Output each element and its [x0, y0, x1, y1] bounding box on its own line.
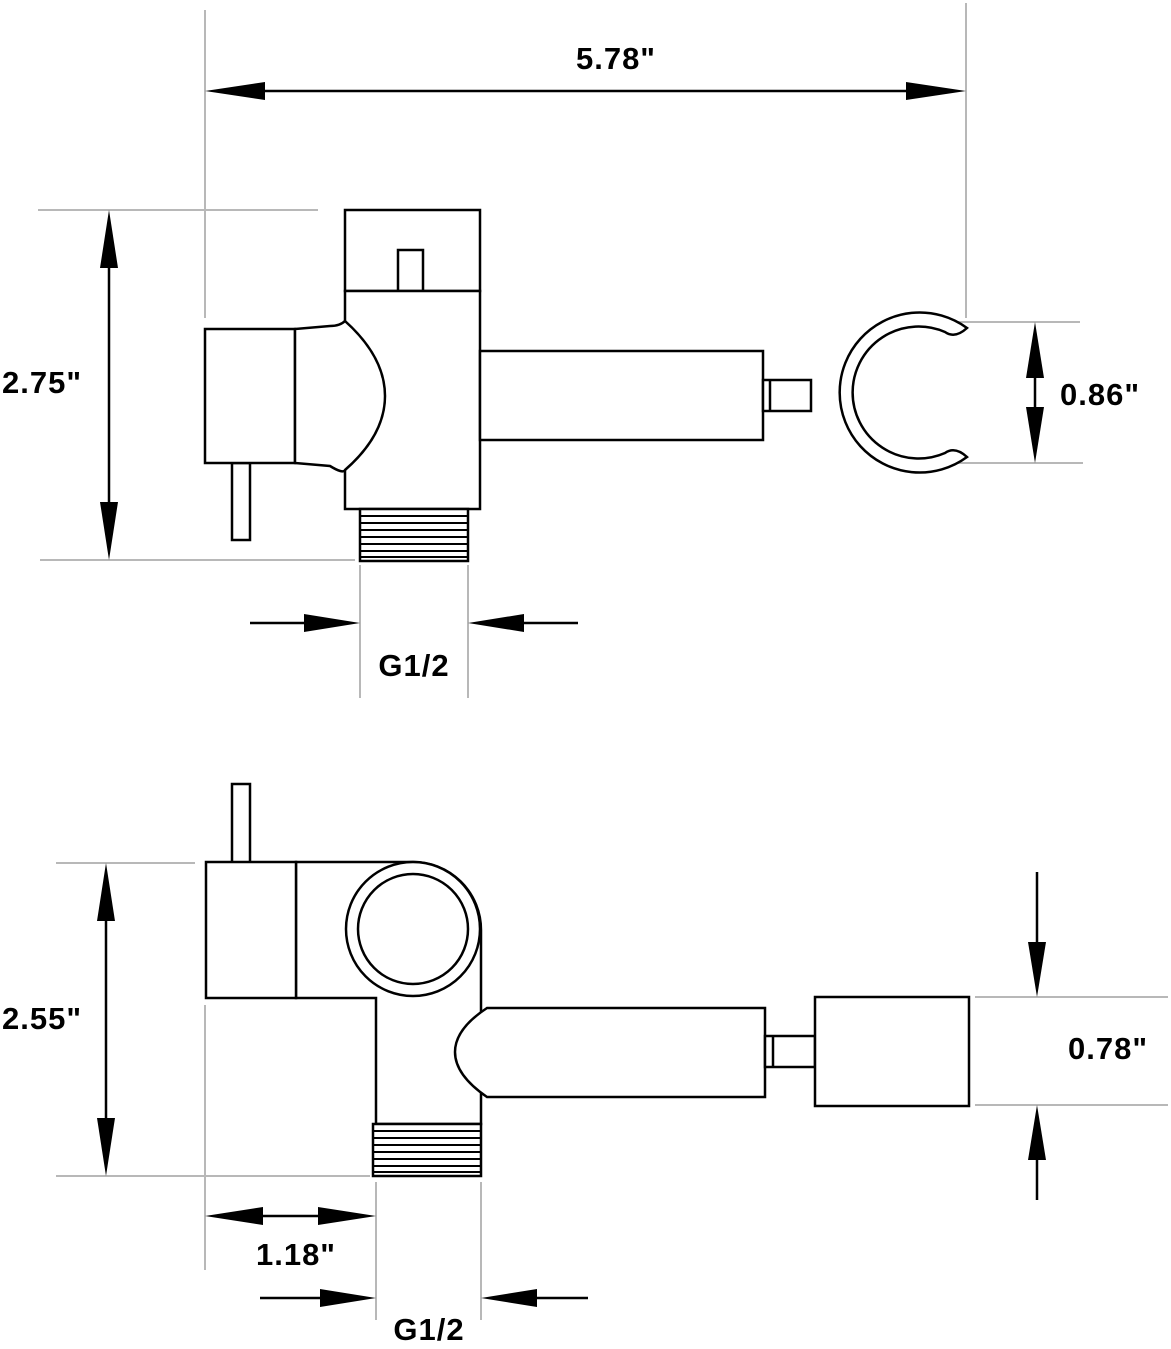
bottom-valve-part — [204, 782, 971, 1178]
top-handle-block — [203, 327, 297, 465]
top-holder-dimension: 0.86" — [1026, 322, 1140, 463]
bottom-thread-fitting — [371, 1122, 483, 1178]
bottom-holder-block — [813, 995, 971, 1108]
top-cap-knob — [396, 248, 425, 293]
bottom-view: 2.55" 0.78" 1.18" G1/2 — [2, 782, 1168, 1347]
top-view: 5.78" 2.75" 0.86" G1/2 — [2, 3, 1140, 698]
bottom-height-label: 2.55" — [2, 1001, 82, 1036]
bottom-outlet-bore — [356, 872, 470, 986]
bottom-handle-block — [204, 860, 298, 1000]
bottom-offset-dimension: 1.18" — [205, 1207, 376, 1272]
bottom-extension-lines — [56, 862, 1168, 1320]
bottom-height-dimension: 2.55" — [2, 863, 115, 1176]
bottom-offset-label: 1.18" — [256, 1237, 336, 1272]
bottom-lever-pin — [230, 782, 252, 865]
top-holder-clip — [838, 311, 969, 474]
top-thread-dimension: G1/2 — [250, 614, 578, 683]
bottom-holder-label: 0.78" — [1068, 1031, 1148, 1066]
top-thread-label: G1/2 — [378, 648, 449, 683]
top-lever-pin — [230, 461, 252, 542]
top-height-dimension: 2.75" — [2, 210, 118, 560]
top-width-label: 5.78" — [576, 41, 656, 76]
top-dome — [293, 319, 387, 473]
top-arm — [478, 349, 765, 442]
top-valve-part — [203, 208, 969, 563]
bottom-holder-dimension: 0.78" — [1028, 872, 1148, 1200]
bottom-arm — [453, 1006, 767, 1099]
top-width-dimension: 5.78" — [205, 41, 966, 100]
top-height-label: 2.75" — [2, 365, 82, 400]
bottom-thread-label: G1/2 — [393, 1312, 464, 1347]
top-thread-fitting — [358, 507, 470, 563]
top-holder-label: 0.86" — [1060, 377, 1140, 412]
top-extension-lines — [38, 3, 1083, 698]
bottom-thread-dimension: G1/2 — [260, 1289, 588, 1347]
